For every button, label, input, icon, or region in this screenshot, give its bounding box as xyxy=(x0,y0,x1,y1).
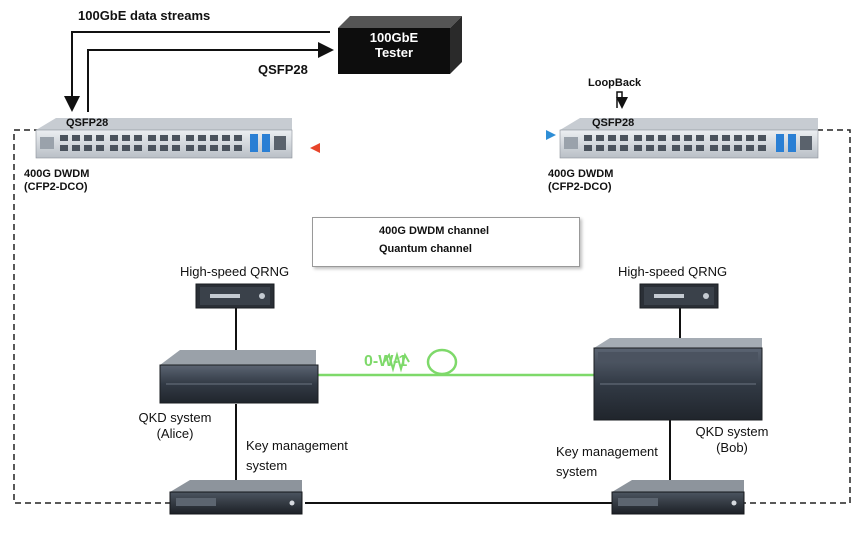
right-key-server-icon xyxy=(611,480,745,515)
tester-box-icon xyxy=(338,16,462,74)
left-dwdm-label-line1: 400G DWDM xyxy=(24,168,90,180)
left-qrng-device-icon xyxy=(195,283,275,309)
data-stream-line-outer xyxy=(64,31,330,112)
legend-item-quantum: Quantum channel xyxy=(379,243,472,255)
right-dwdm-label-line1: 400G DWDM xyxy=(548,168,614,180)
tester-label-line2: Tester xyxy=(374,45,414,60)
right-dwdm-switch-icon xyxy=(559,118,819,159)
quantum-bits-label: 0-W-1 xyxy=(364,353,408,370)
right-qrng-device-icon xyxy=(639,283,719,309)
right-port-label: QSFP28 xyxy=(592,117,635,129)
dwdm-backward-arrowhead xyxy=(310,143,320,153)
legend-box: 400G DWDM channel Quantum channel xyxy=(312,217,580,267)
alice-label-line2: (Alice) xyxy=(156,426,194,441)
left-dwdm-switch-icon xyxy=(35,118,293,159)
alice-qkd-chassis-icon xyxy=(159,350,319,404)
right-km-label: Key management system xyxy=(556,442,658,482)
bob-label: QKD system (Bob) xyxy=(682,424,782,456)
right-dwdm-label: 400G DWDM (CFP2-DCO) xyxy=(548,168,613,194)
right-km-label-line1: Key management xyxy=(556,444,658,459)
legend-item-dwdm: 400G DWDM channel xyxy=(379,225,490,237)
quantum-zigzag xyxy=(383,351,410,373)
right-km-label-line2: system xyxy=(556,464,598,479)
left-km-label-line2: system xyxy=(246,458,288,473)
alice-label: QKD system (Alice) xyxy=(130,410,220,442)
bob-label-line1: QKD system xyxy=(695,424,769,439)
loopback-label: LoopBack xyxy=(588,77,642,89)
left-km-label-line1: Key management xyxy=(246,438,348,453)
tester-label-line1: 100GbE xyxy=(369,30,419,45)
left-km-label: Key management system xyxy=(246,436,348,476)
data-stream-line-inner xyxy=(87,42,334,112)
left-port-label: QSFP28 xyxy=(66,117,109,129)
bob-qkd-chassis-icon xyxy=(593,338,763,421)
bob-label-line2: (Bob) xyxy=(716,440,748,455)
qsfp28-link-label: QSFP28 xyxy=(258,62,308,77)
loopback-arrow xyxy=(616,91,628,109)
dwdm-forward-arrowhead xyxy=(546,130,556,140)
tester-label: 100GbE Tester xyxy=(338,30,450,60)
left-qrng-label: High-speed QRNG xyxy=(180,264,290,279)
left-key-server-icon xyxy=(169,480,303,515)
left-dwdm-label: 400G DWDM (CFP2-DCO) xyxy=(24,168,89,194)
alice-label-line1: QKD system xyxy=(138,410,212,425)
right-dwdm-label-line2: (CFP2-DCO) xyxy=(548,181,612,193)
quantum-loop xyxy=(426,348,458,376)
data-streams-label: 100GbE data streams xyxy=(78,8,211,23)
right-qrng-label: High-speed QRNG xyxy=(618,264,728,279)
left-dwdm-label-line2: (CFP2-DCO) xyxy=(24,181,88,193)
